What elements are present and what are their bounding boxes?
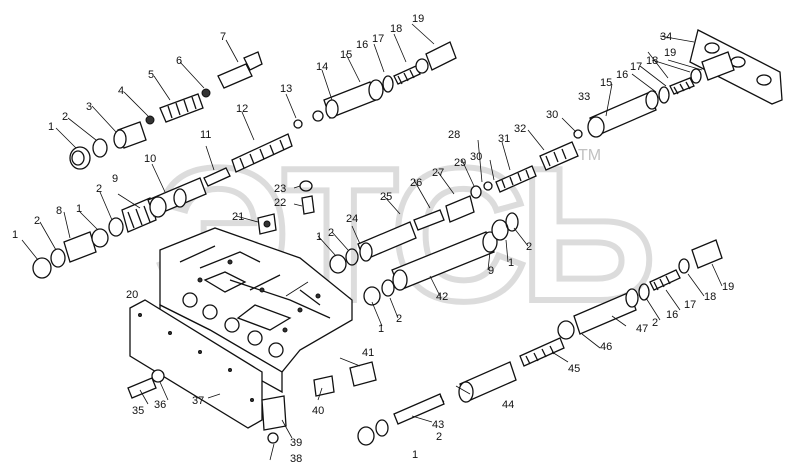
valve-train-lower-middle [363, 212, 519, 306]
callout-2-g: 2 [436, 431, 442, 443]
callout-15-a: 15 [340, 49, 352, 61]
callout-11: 11 [200, 129, 211, 141]
callout-2-e: 2 [526, 241, 532, 253]
callout-36: 36 [154, 399, 166, 411]
callout-2-f: 2 [396, 313, 402, 325]
callout-17-c: 17 [684, 299, 696, 311]
callout-22: 22 [274, 197, 286, 209]
callout-18-b: 18 [646, 55, 658, 67]
callout-32: 32 [514, 123, 526, 135]
callout-23: 23 [274, 183, 286, 195]
callout-12: 12 [236, 103, 248, 115]
callout-1-g: 1 [412, 449, 418, 461]
watermark-tm: TM [578, 147, 601, 164]
callout-24: 24 [346, 213, 358, 225]
gasket-plate [129, 299, 263, 429]
callout-9-b: 9 [488, 265, 494, 277]
callout-18-c: 18 [704, 291, 716, 303]
callout-16-b: 16 [616, 69, 628, 81]
callout-41: 41 [362, 347, 374, 359]
callouts: 1 2 3 4 5 6 7 1 2 8 1 2 9 10 11 12 13 14… [12, 13, 734, 465]
callout-2-c: 2 [96, 183, 102, 195]
callout-25: 25 [380, 191, 392, 203]
callout-45: 45 [568, 363, 580, 375]
callout-7: 7 [220, 31, 226, 43]
callout-30-a: 30 [546, 109, 558, 121]
callout-2-b: 2 [34, 215, 40, 227]
callout-17-a: 17 [372, 33, 384, 45]
callout-2-d: 2 [328, 227, 334, 239]
callout-8: 8 [56, 205, 62, 217]
callout-38: 38 [290, 453, 302, 465]
callout-21: 21 [232, 211, 244, 223]
cover-plate [689, 29, 783, 105]
callout-33: 33 [578, 91, 590, 103]
callout-26: 26 [410, 177, 422, 189]
callout-20: 20 [126, 289, 138, 301]
callout-1-f: 1 [378, 323, 384, 335]
callout-2-h: 2 [652, 317, 658, 329]
callout-39: 39 [290, 437, 302, 449]
valve-train-middle [329, 165, 537, 274]
callout-1-b: 1 [12, 229, 18, 241]
callout-15-b: 15 [600, 77, 612, 89]
callout-19-a: 19 [412, 13, 424, 25]
callout-10: 10 [144, 153, 156, 165]
callout-3: 3 [86, 101, 92, 113]
leader-lines [21, 23, 723, 461]
callout-4: 4 [118, 85, 124, 97]
callout-16-a: 16 [356, 39, 368, 51]
callout-44: 44 [502, 399, 514, 411]
callout-1-d: 1 [316, 231, 322, 243]
callout-35: 35 [132, 405, 144, 417]
callout-31: 31 [498, 133, 510, 145]
callout-17-b: 17 [630, 61, 642, 73]
valve-train-upper-middle [312, 41, 457, 122]
callout-40: 40 [312, 405, 324, 417]
callout-18-a: 18 [390, 23, 402, 35]
valve-train-lower-right [357, 239, 723, 446]
callout-47: 47 [636, 323, 648, 335]
callout-9-a: 9 [112, 173, 118, 185]
callout-43: 43 [432, 419, 444, 431]
callout-16-c: 16 [666, 309, 678, 321]
callout-2-a: 2 [62, 111, 68, 123]
callout-19-b: 19 [664, 47, 676, 59]
small-parts [127, 180, 377, 444]
callout-28: 28 [448, 129, 460, 141]
callout-19-c: 19 [722, 281, 734, 293]
callout-13: 13 [280, 83, 292, 95]
callout-14: 14 [316, 61, 328, 73]
callout-42: 42 [436, 291, 448, 303]
callout-34: 34 [660, 31, 672, 43]
callout-46: 46 [600, 341, 612, 353]
valve-train-left-middle [32, 119, 303, 279]
callout-30-b: 30 [470, 151, 482, 163]
callout-37: 37 [192, 395, 204, 407]
callout-5: 5 [148, 69, 154, 81]
callout-29: 29 [454, 157, 466, 169]
valve-train-upper-left [69, 51, 263, 170]
callout-27: 27 [432, 167, 444, 179]
callout-1-e: 1 [508, 257, 514, 269]
valve-train-upper-right [539, 51, 735, 171]
callout-1-c: 1 [76, 203, 82, 215]
callout-1-a: 1 [48, 121, 54, 133]
callout-6: 6 [176, 55, 182, 67]
